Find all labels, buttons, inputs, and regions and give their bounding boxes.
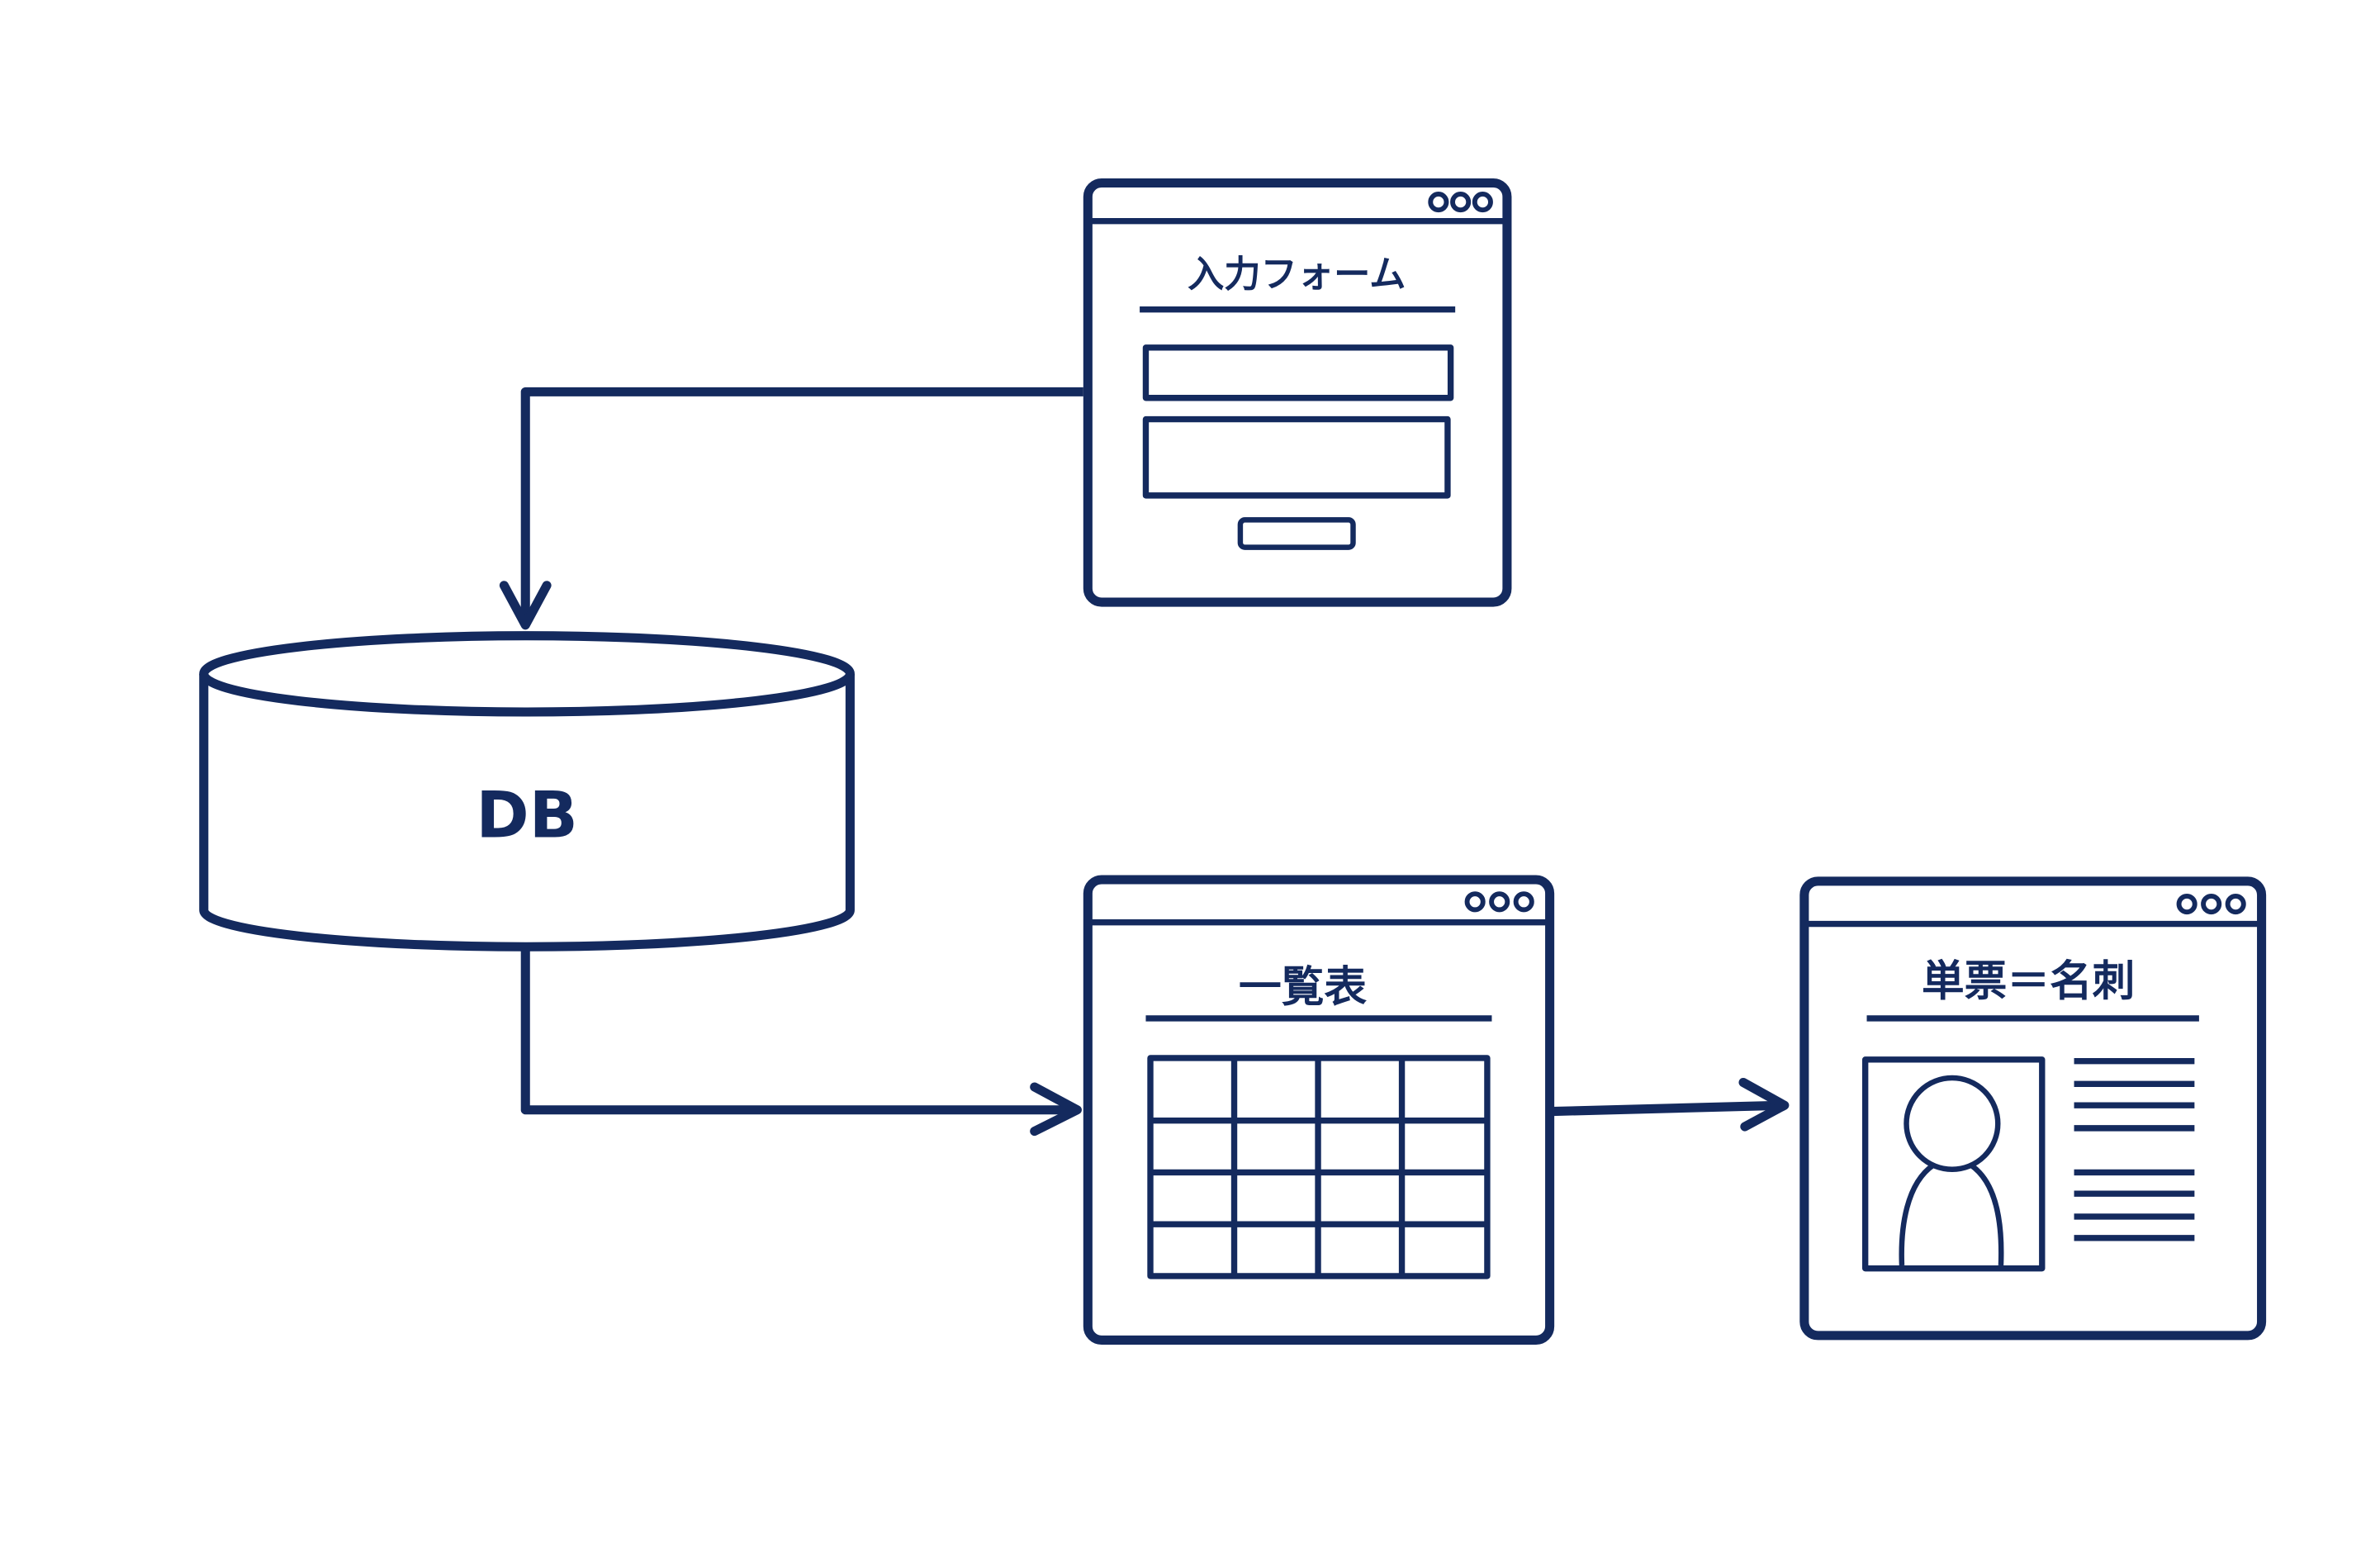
text-field-2 bbox=[1142, 415, 1451, 499]
input-form-window: 入力フォーム bbox=[1083, 178, 1512, 607]
detail-view-window: 単票＝名刺 bbox=[1799, 876, 2267, 1341]
person-silhouette-icon bbox=[1899, 1075, 2004, 1266]
three-dots-icon bbox=[2176, 893, 2246, 915]
photo-frame bbox=[1861, 1056, 2046, 1272]
list-view-title: 一覧表 bbox=[1239, 963, 1367, 1013]
database-cylinder: DB bbox=[199, 631, 855, 952]
arrow-form-to-db bbox=[499, 387, 1083, 630]
arrow-list-to-detail bbox=[1553, 1077, 1790, 1132]
arrowhead-down-icon bbox=[499, 581, 552, 630]
list-view-window: 一覧表 bbox=[1083, 875, 1555, 1345]
arrowhead-right-icon bbox=[1030, 1082, 1082, 1137]
text-field-1 bbox=[1142, 344, 1454, 401]
submit-button-shape bbox=[1237, 517, 1356, 550]
database-label: DB bbox=[476, 778, 577, 852]
arrow-db-to-list bbox=[520, 948, 1082, 1137]
detail-view-title: 単票＝名刺 bbox=[1922, 956, 2135, 1006]
table-grid bbox=[1147, 1055, 1491, 1279]
three-dots-icon bbox=[1464, 891, 1534, 913]
input-form-title: 入力フォーム bbox=[1188, 254, 1406, 296]
text-lines bbox=[2074, 1057, 2195, 1241]
three-dots-icon bbox=[1428, 192, 1493, 213]
arrowhead-right-icon bbox=[1738, 1077, 1790, 1132]
